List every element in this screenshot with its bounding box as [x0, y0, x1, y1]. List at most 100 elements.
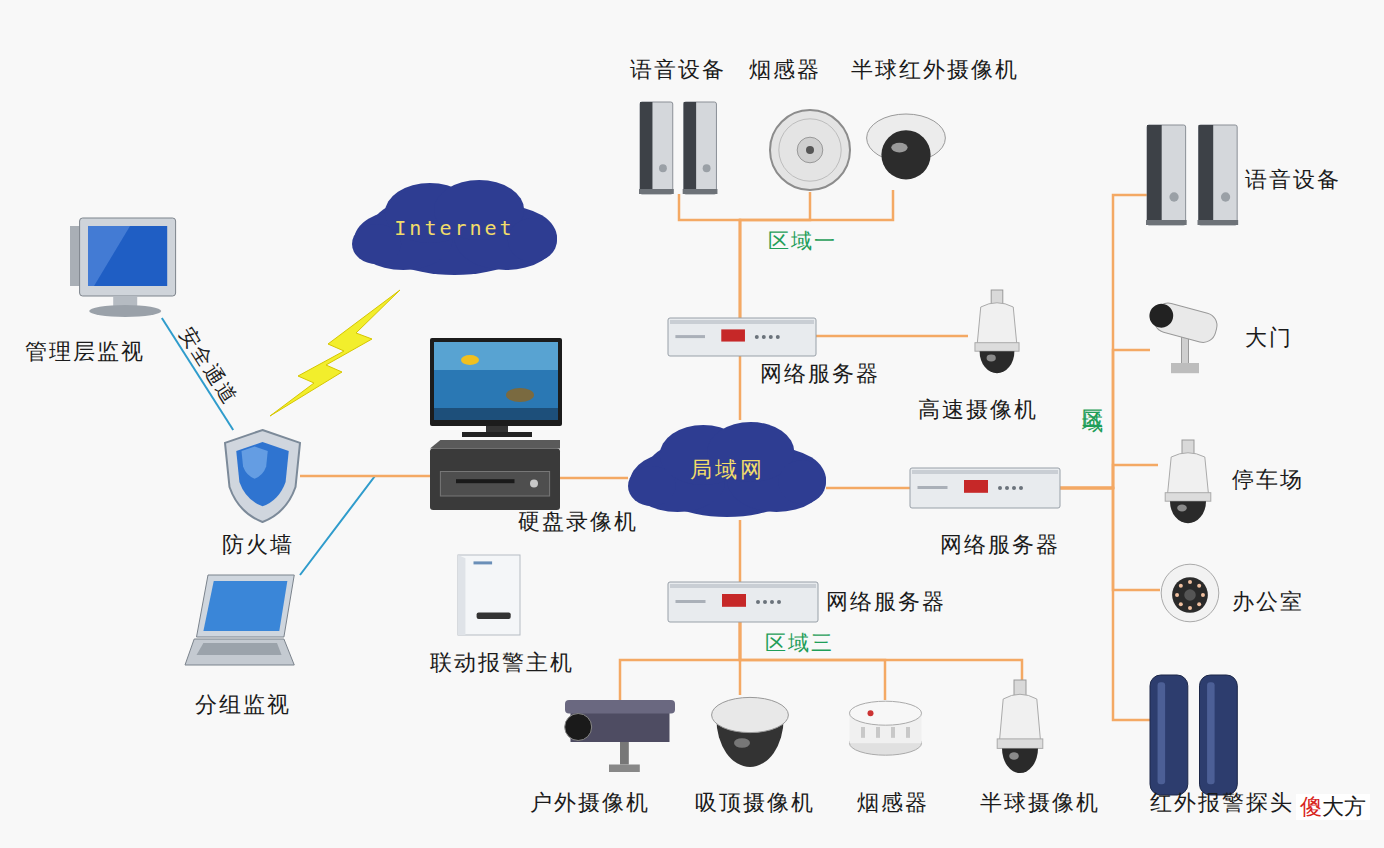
camera-bracket	[620, 742, 629, 765]
cable-line	[1060, 488, 1160, 590]
server-button	[998, 486, 1002, 490]
server-button	[777, 600, 781, 604]
detector-led	[868, 710, 874, 716]
beam-glare	[1158, 682, 1166, 784]
camera-band	[975, 343, 1019, 352]
server-device: 网络服务器	[668, 318, 816, 356]
speaker-body	[1199, 125, 1238, 225]
device-label: 大门	[1245, 324, 1384, 352]
shield-glare	[242, 447, 268, 479]
cable-line	[739, 520, 742, 582]
dvr-button	[530, 479, 538, 487]
cloud-label: Internet	[352, 178, 557, 278]
boxcam-device: 户外摄像机	[565, 700, 675, 775]
secure-link-line	[300, 476, 430, 575]
cable-line	[620, 622, 740, 700]
device-label: 办公室	[1232, 588, 1372, 616]
beam-device: 红外报警探头	[1150, 675, 1240, 795]
device-label: 网络服务器	[890, 531, 1110, 559]
device-label: 语音设备	[1245, 166, 1384, 194]
device-label: 半球摄像机	[930, 789, 1150, 817]
detector-center	[797, 137, 823, 163]
camera-led	[1179, 602, 1183, 606]
device-icon	[968, 290, 1026, 375]
device-label: 防火墙	[148, 531, 368, 559]
cable-line	[1060, 465, 1158, 488]
monitor-case	[80, 218, 176, 296]
dvr-case	[430, 448, 560, 510]
cable-line	[679, 194, 740, 318]
camera-shine	[1009, 752, 1019, 760]
dvr-panel	[440, 472, 549, 497]
camera-face	[1172, 577, 1208, 613]
device-icon	[910, 468, 1060, 508]
dvr-device: 硬盘录像机	[430, 440, 560, 510]
camera-mount	[1014, 680, 1026, 695]
device-label: 停车场	[1232, 466, 1372, 494]
camera-dome	[1002, 748, 1038, 773]
detector-body	[770, 110, 850, 190]
camera-led	[1179, 584, 1183, 588]
monitor-foot	[89, 305, 161, 317]
beam-glare	[1207, 682, 1215, 784]
smoke-device: 烟感器	[768, 108, 852, 192]
camera-housing	[1161, 564, 1219, 622]
device-icon	[430, 440, 560, 510]
server-display	[722, 594, 746, 607]
speaker-body	[1147, 125, 1186, 225]
server-device: 网络服务器	[910, 468, 1060, 508]
cloud-puff	[508, 218, 557, 262]
device-icon	[640, 102, 718, 194]
device-label: 半球红外摄像机	[825, 56, 1045, 84]
device-label: 网络服务器	[710, 360, 930, 388]
device-icon	[710, 695, 790, 775]
detector-dot	[806, 146, 814, 154]
zone-label: 区域二	[1080, 393, 1106, 399]
speakers-device: 语音设备	[640, 102, 718, 194]
cable-line	[740, 622, 1022, 680]
device-icon	[1158, 440, 1218, 525]
monitor-seabed	[434, 408, 558, 420]
cable-line	[1060, 488, 1150, 720]
dome-shine	[891, 143, 907, 153]
server-button	[763, 600, 767, 604]
device-label: 网络服务器	[826, 588, 966, 616]
device-label: 吸顶摄像机	[645, 789, 865, 817]
server-slot	[675, 335, 705, 338]
detector-vent	[876, 727, 880, 738]
device-icon	[185, 575, 300, 675]
server-top	[912, 470, 1058, 474]
server-button	[770, 600, 774, 604]
camera-base	[1171, 363, 1199, 373]
bullet-device: 大门	[1150, 295, 1220, 380]
monitor-sky	[434, 342, 558, 370]
server-slot	[676, 600, 706, 603]
camera-lens	[1147, 301, 1176, 330]
dvr-top	[430, 440, 560, 448]
monitor-screen	[434, 342, 558, 420]
device-icon	[768, 108, 852, 192]
ptz-device: 高速摄像机	[968, 290, 1026, 375]
zone-label: 区域一	[768, 228, 837, 254]
speaker-knob	[703, 164, 711, 172]
camera-top	[712, 697, 789, 732]
server-button	[769, 335, 773, 339]
speaker-body	[640, 102, 673, 194]
edge-label: 安全通道	[176, 323, 244, 410]
ptz-device: 半球摄像机	[990, 680, 1050, 775]
monitor-base	[462, 432, 532, 437]
cable-line	[740, 192, 810, 318]
cable-line	[816, 335, 968, 338]
monitor-fish	[461, 355, 479, 365]
camera-shine	[1177, 505, 1187, 512]
server-button	[762, 335, 766, 339]
device-icon	[225, 430, 300, 522]
speaker-knob	[1169, 192, 1178, 201]
speaker-foot	[683, 189, 718, 194]
laptop-deck	[185, 639, 294, 665]
camera-sunshield	[565, 700, 675, 714]
alarm-logo	[474, 561, 493, 564]
cable-line	[1060, 350, 1150, 488]
alarm-slot	[477, 613, 511, 619]
